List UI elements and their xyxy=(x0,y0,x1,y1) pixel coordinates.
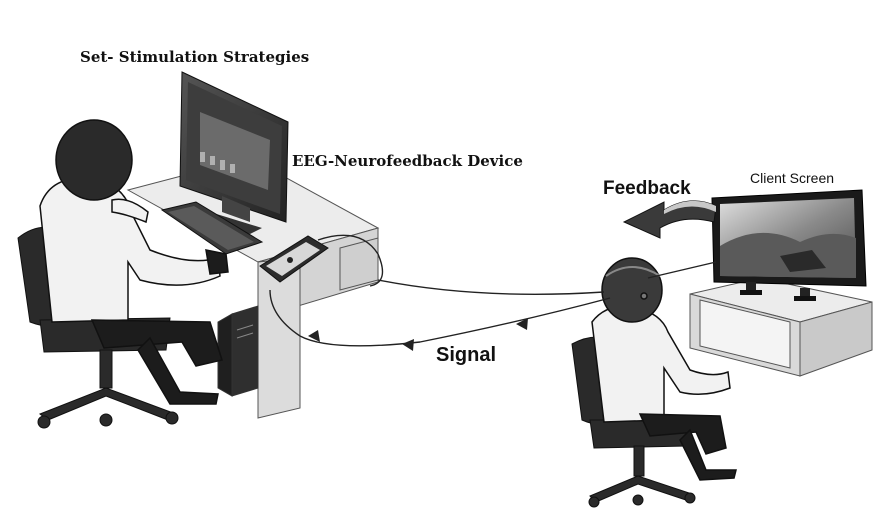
signal-path xyxy=(269,289,611,347)
computer-monitor-icon xyxy=(179,71,289,234)
client-stand xyxy=(689,277,873,377)
keyboard-icon xyxy=(160,201,264,255)
eeg-device-icon xyxy=(259,235,329,283)
signal-label: Signal xyxy=(436,344,497,366)
pc-tower-icon xyxy=(217,305,259,397)
device-label: EEG-Neurofeedback Device xyxy=(292,152,523,170)
stimulation-label: Set- Stimulation Strategies xyxy=(80,48,310,66)
client-figure-icon xyxy=(591,257,737,481)
client-monitor-icon xyxy=(711,189,867,301)
feedback-arrow-icon xyxy=(622,200,717,239)
therapist-figure-icon xyxy=(39,119,229,405)
feedback-label: Feedback xyxy=(603,178,691,199)
client-screen-cable xyxy=(647,261,717,279)
signal-arrows xyxy=(308,318,528,351)
client-screen-label: Client Screen xyxy=(750,170,835,186)
eeg-cable xyxy=(317,234,605,295)
